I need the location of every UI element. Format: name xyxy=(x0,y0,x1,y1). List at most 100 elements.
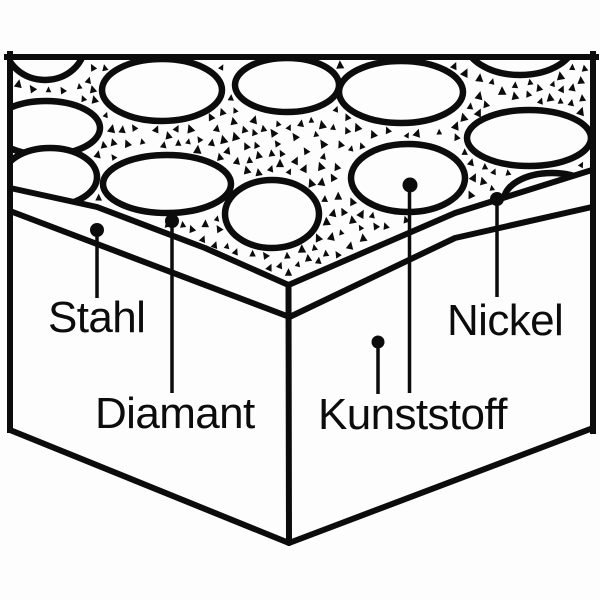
grit-mark xyxy=(349,215,357,224)
grit-mark xyxy=(557,97,564,104)
edge-bottom-right xyxy=(286,425,596,546)
grit-mark xyxy=(233,107,239,114)
grit-mark xyxy=(536,83,544,92)
grit-mark xyxy=(213,215,220,222)
grit-mark xyxy=(318,120,327,130)
grit-mark xyxy=(557,85,564,94)
grit-mark xyxy=(266,165,274,173)
grit-mark xyxy=(332,106,339,113)
grit-mark xyxy=(223,146,231,155)
grit-mark xyxy=(577,161,584,169)
grit-mark xyxy=(90,63,98,72)
grit-mark xyxy=(466,102,474,110)
grit-mark xyxy=(338,140,345,149)
grit-mark xyxy=(84,76,91,84)
grit-mark xyxy=(255,168,263,177)
grit-mark xyxy=(140,138,146,145)
grain-ellipse xyxy=(335,57,467,127)
grit-mark xyxy=(91,95,99,104)
grit-mark xyxy=(118,125,126,134)
label-kunststoff: Kunststoff xyxy=(318,390,508,439)
grit-mark xyxy=(111,154,118,161)
grit-mark xyxy=(341,207,349,217)
grit-mark xyxy=(187,124,196,134)
grit-mark xyxy=(322,216,331,226)
grain-ellipse xyxy=(231,57,343,116)
leader-dot-nickel xyxy=(490,192,504,206)
grit-mark xyxy=(274,140,282,148)
grit-mark xyxy=(297,244,307,253)
grit-mark xyxy=(172,125,179,133)
grit-mark xyxy=(526,90,533,98)
grit-mark xyxy=(412,128,420,138)
grit-mark xyxy=(450,62,457,71)
grain-ellipse xyxy=(461,57,579,79)
grit-mark xyxy=(347,145,354,152)
grit-mark xyxy=(285,124,291,131)
grit-mark xyxy=(189,224,197,234)
grain-ellipse xyxy=(221,176,323,252)
grit-mark xyxy=(230,116,238,126)
grit-mark xyxy=(450,121,459,131)
leader-dot-diamant xyxy=(165,214,179,228)
grit-mark xyxy=(132,124,139,132)
grit-mark xyxy=(311,244,318,251)
grit-mark xyxy=(330,173,338,183)
grit-mark xyxy=(252,128,259,137)
grit-mark xyxy=(334,191,343,200)
grit-mark xyxy=(334,162,342,172)
grit-mark xyxy=(488,78,495,85)
grit-mark xyxy=(223,242,230,250)
grit-mark xyxy=(305,253,313,262)
grit-mark xyxy=(299,164,307,174)
grit-mark xyxy=(468,190,476,200)
grit-mark xyxy=(76,83,83,90)
edge-layer-bottom-right xyxy=(286,204,595,320)
grain-ellipse xyxy=(10,57,89,84)
grain-ellipse xyxy=(98,57,226,125)
grit-mark xyxy=(249,115,257,125)
grit-mark xyxy=(290,156,298,166)
grit-mark xyxy=(246,156,254,164)
grit-mark xyxy=(241,125,249,134)
grit-mark xyxy=(60,86,67,95)
grit-mark xyxy=(159,141,167,149)
grit-mark xyxy=(356,209,364,219)
grit-mark xyxy=(201,219,209,228)
label-diamant: Diamant xyxy=(95,389,255,438)
grit-mark xyxy=(249,249,256,257)
grit-mark xyxy=(100,140,108,149)
grit-mark xyxy=(579,94,587,102)
grit-mark xyxy=(212,124,220,133)
grit-mark xyxy=(359,233,368,242)
grit-mark xyxy=(208,113,216,122)
grit-mark xyxy=(359,142,366,150)
grit-mark xyxy=(45,86,52,93)
grit-mark xyxy=(303,147,311,156)
grit-mark xyxy=(197,136,204,144)
edge-front-vertical xyxy=(285,282,292,546)
grit-mark xyxy=(220,134,229,145)
grain-ellipse xyxy=(463,106,593,170)
grit-mark xyxy=(276,120,282,128)
grain-ellipses xyxy=(10,57,593,252)
grit-mark xyxy=(489,184,495,191)
grit-mark xyxy=(498,86,507,95)
grit-mark xyxy=(125,139,132,149)
grit-mark xyxy=(527,78,534,86)
grit-mark xyxy=(383,222,390,230)
grit-mark xyxy=(93,150,101,159)
grit-mark xyxy=(217,152,225,161)
grit-mark xyxy=(308,116,315,123)
grit-mark xyxy=(81,95,88,103)
grit-mark xyxy=(373,222,381,231)
grit-mark xyxy=(243,165,252,175)
grit-mark xyxy=(284,268,293,276)
grit-mark xyxy=(345,126,352,135)
grit-mark xyxy=(227,94,234,101)
grit-mark xyxy=(107,124,116,134)
grit-mark xyxy=(198,235,206,244)
grit-mark xyxy=(567,99,574,107)
grit-mark xyxy=(461,148,468,155)
